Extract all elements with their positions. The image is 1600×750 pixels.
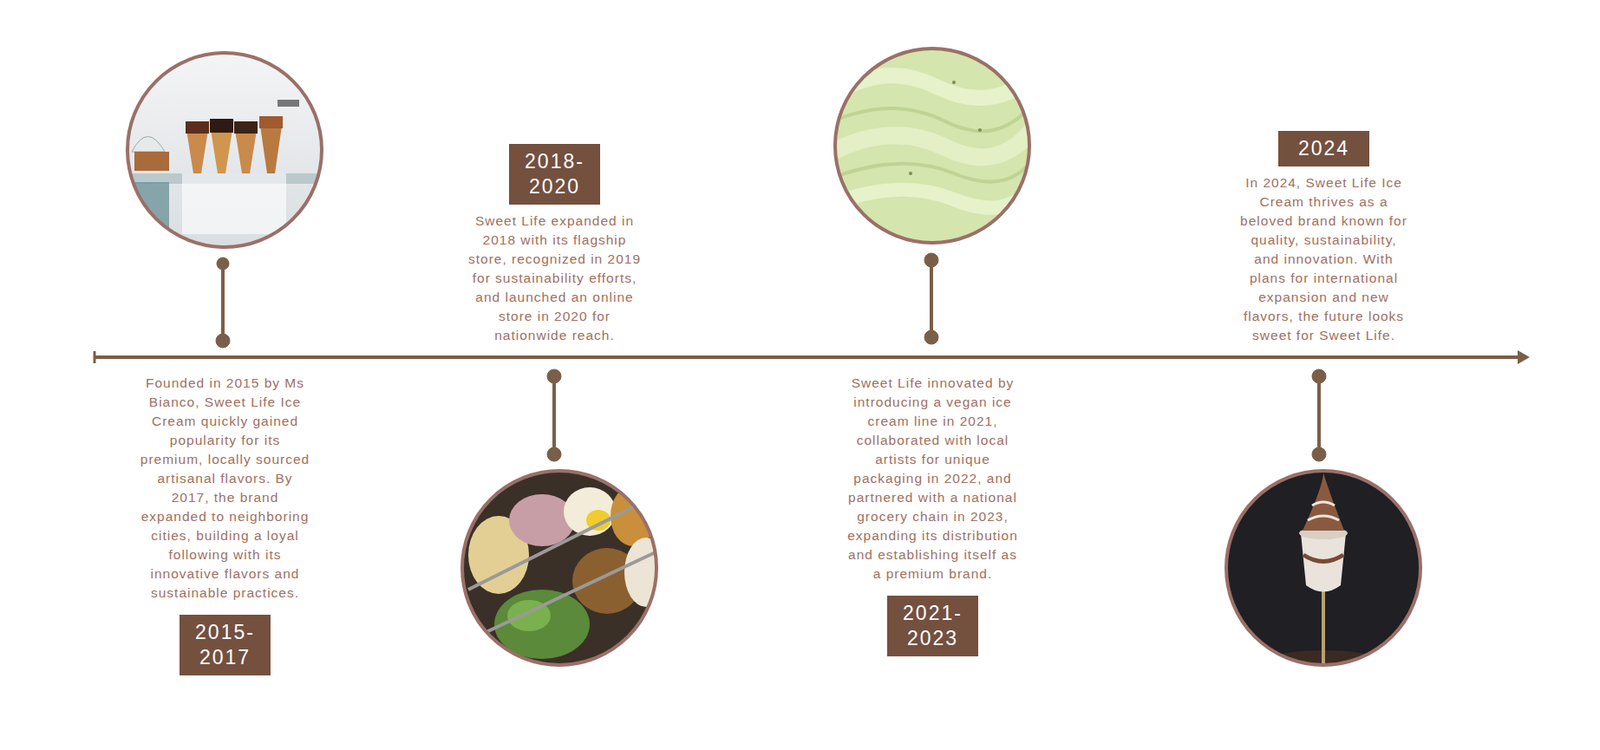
photo-frame xyxy=(127,52,322,248)
year-box: 2015- 2017Founded in 2015 by Ms Bianco, … xyxy=(179,614,271,676)
timeline-axis xyxy=(94,350,1530,365)
dessert-photo xyxy=(1222,468,1424,670)
year-box: 2018- 2020Sweet Life expanded in 2018 wi… xyxy=(509,143,601,205)
milestone-description: Founded in 2015 by Ms Bianco, Sweet Life… xyxy=(138,373,313,603)
pistachio-photo xyxy=(832,47,1032,248)
year-label: 2018- 2020 xyxy=(509,149,601,200)
milestone-description: Sweet Life expanded in 2018 with its fla… xyxy=(468,211,642,346)
year-label: 2021- 2023 xyxy=(887,600,979,652)
photo-frame xyxy=(835,48,1030,243)
year-label: 2024 xyxy=(1278,136,1370,162)
year-box: 2024In 2024, Sweet Life Ice Cream thrive… xyxy=(1278,130,1370,167)
photo-frame xyxy=(1226,470,1421,666)
photo-frame xyxy=(462,470,657,666)
timeline-pins xyxy=(215,253,1326,462)
cones-photo xyxy=(121,47,330,256)
gelato-photo xyxy=(459,468,668,668)
milestone-description: In 2024, Sweet Life Ice Cream thrives as… xyxy=(1237,173,1411,346)
year-box: 2021- 2023Sweet Life innovated by introd… xyxy=(887,595,979,657)
milestone-description: Sweet Life innovated by introducing a ve… xyxy=(846,373,1020,584)
year-label: 2015- 2017 xyxy=(179,620,271,671)
